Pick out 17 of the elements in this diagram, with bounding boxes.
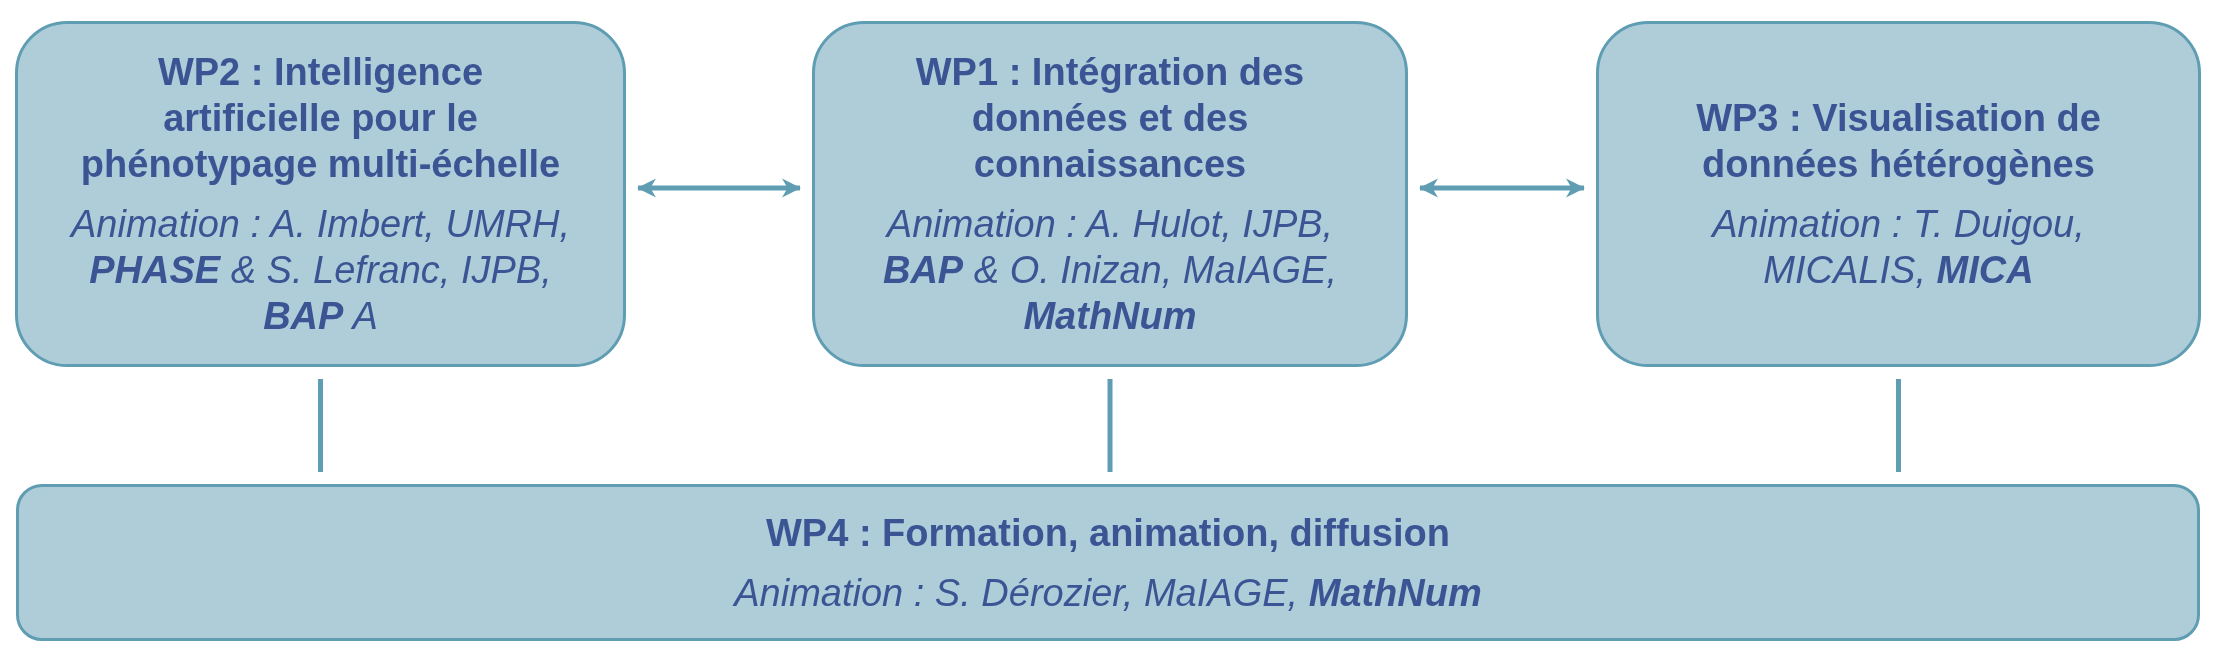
double-arrow: [637, 178, 801, 198]
connector-line: [1896, 379, 1901, 472]
package-lead-text: Animation : A. Hulot, IJPB, BAP & O. Inizan, MaIAGE, MathNum: [881, 202, 1338, 339]
package-lead-text: Animation : A. Imbert, UMRH, PHASE & S. Lefranc, IJPB, BAP A: [68, 202, 571, 339]
work-package-box: [812, 21, 1408, 367]
work-package-box: [15, 21, 626, 367]
work-package-box: [1596, 21, 2201, 367]
package-title: WP4 : Formation, animation, diffusion: [766, 510, 1450, 556]
package-title: WP3 : Visualisation de données hétérogènes: [1695, 96, 2102, 187]
connector-line: [318, 379, 323, 472]
package-title: WP2 : Intelligence artificielle pour le phénotypage multi-échelle: [79, 50, 562, 187]
package-title: WP1 : Intégration des données et des connaissances: [914, 50, 1306, 187]
work-package-box: [16, 484, 2200, 641]
package-lead-text: Animation : S. Dérozier, MaIAGE, MathNum: [734, 570, 1482, 616]
connector-line: [1107, 379, 1113, 472]
package-lead-text: Animation : T. Duigou, MICALIS, MICA: [1709, 202, 2086, 293]
double-arrow: [1419, 178, 1585, 198]
